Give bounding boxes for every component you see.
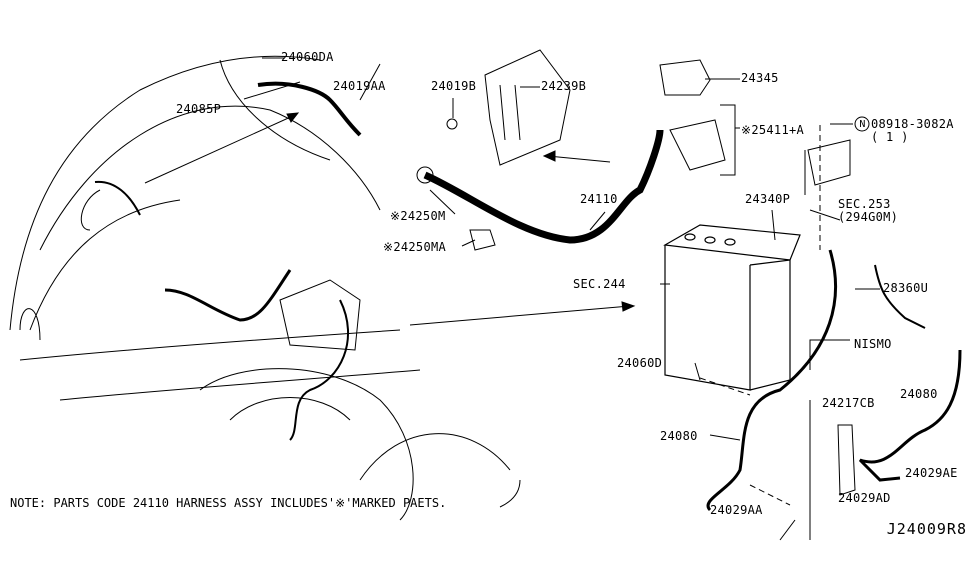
parts-note: NOTE: PARTS CODE 24110 HARNESS ASSY INCL… (10, 496, 447, 510)
vehicle-outline (9, 55, 511, 521)
label-24250M: ※24250M (390, 209, 446, 223)
relay-bracket (804, 139, 851, 195)
label-24019B: 24019B (431, 79, 477, 93)
label-08918-qty: ( 1 ) (871, 130, 909, 144)
cable-24080-nismo (858, 349, 962, 482)
cable-28360U (874, 264, 926, 329)
label-24340P: 24340P (745, 192, 791, 206)
label-24029AE: 24029AE (905, 466, 958, 480)
label-24080-main: 24080 (660, 429, 698, 443)
label-24029AD: 24029AD (838, 491, 891, 505)
label-24060D: 24060D (617, 356, 663, 370)
label-24029AA: 24029AA (710, 503, 763, 517)
label-24085P: 24085P (176, 102, 222, 116)
cable-left (94, 180, 141, 216)
label-sec253-sub: (294G0M) (838, 210, 899, 224)
label-24239B: 24239B (541, 79, 587, 93)
fuse-block (659, 59, 736, 176)
leader-lines (243, 57, 880, 541)
label-24250MA: ※24250MA (383, 240, 447, 254)
label-24217CB: 24217CB (822, 396, 875, 410)
label-24110: 24110 (580, 192, 618, 206)
label-08918-3082A: 08918-3082A (871, 117, 954, 131)
bracket-24239B (446, 49, 571, 166)
label-28360U: 28360U (883, 281, 929, 295)
battery-in-vehicle (164, 269, 361, 441)
cable-24080 (706, 249, 838, 512)
label-24345: 24345 (741, 71, 779, 85)
n-symbol: N (859, 119, 866, 130)
label-nismo: NISMO (854, 337, 892, 351)
cable-24085P (257, 81, 362, 137)
reference-arrows (144, 112, 636, 326)
nismo-box (809, 339, 850, 540)
diagram-code: J24009R8 (886, 520, 967, 538)
label-sec253: SEC.253 (838, 197, 891, 211)
harness-24110 (423, 129, 664, 244)
label-24060DA: 24060DA (281, 50, 334, 64)
battery (663, 224, 801, 391)
label-24080-nismo: 24080 (900, 387, 938, 401)
label-25411A: ※25411+A (741, 123, 805, 137)
label-24019AA: 24019AA (333, 79, 386, 93)
label-sec244: SEC.244 (573, 277, 626, 291)
